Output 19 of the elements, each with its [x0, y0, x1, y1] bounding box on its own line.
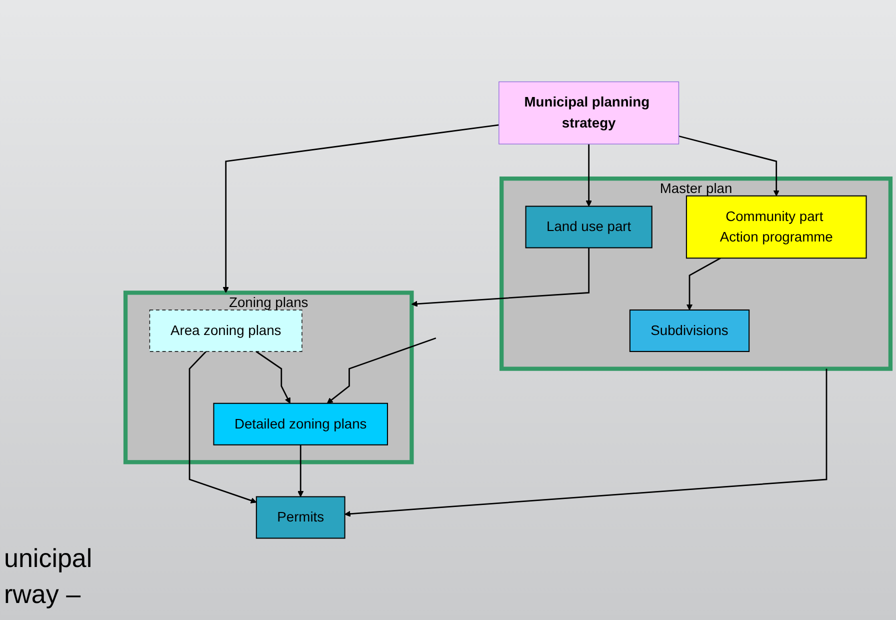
- arrow: [298, 444, 304, 497]
- arrow: [344, 368, 828, 517]
- arrow: [256, 350, 290, 404]
- arrow: [678, 135, 780, 196]
- arrow: [686, 258, 721, 310]
- arrow: [326, 337, 436, 404]
- arrow: [222, 124, 500, 293]
- node-box: Land use part: [525, 206, 652, 248]
- node-box: Subdivisions: [629, 309, 750, 352]
- node-box: Permits: [256, 496, 346, 539]
- node-box: Area zoning plans: [149, 310, 302, 352]
- arrow: [411, 248, 590, 307]
- note-text: rway –: [4, 578, 82, 611]
- arrow: [188, 351, 257, 504]
- node-box: Community part Action programme: [686, 195, 867, 259]
- arrow: [586, 144, 592, 207]
- note-text: unicipal: [4, 542, 92, 575]
- node-box: Municipal planning strategy: [498, 81, 680, 144]
- node-box: Detailed zoning plans: [213, 402, 388, 446]
